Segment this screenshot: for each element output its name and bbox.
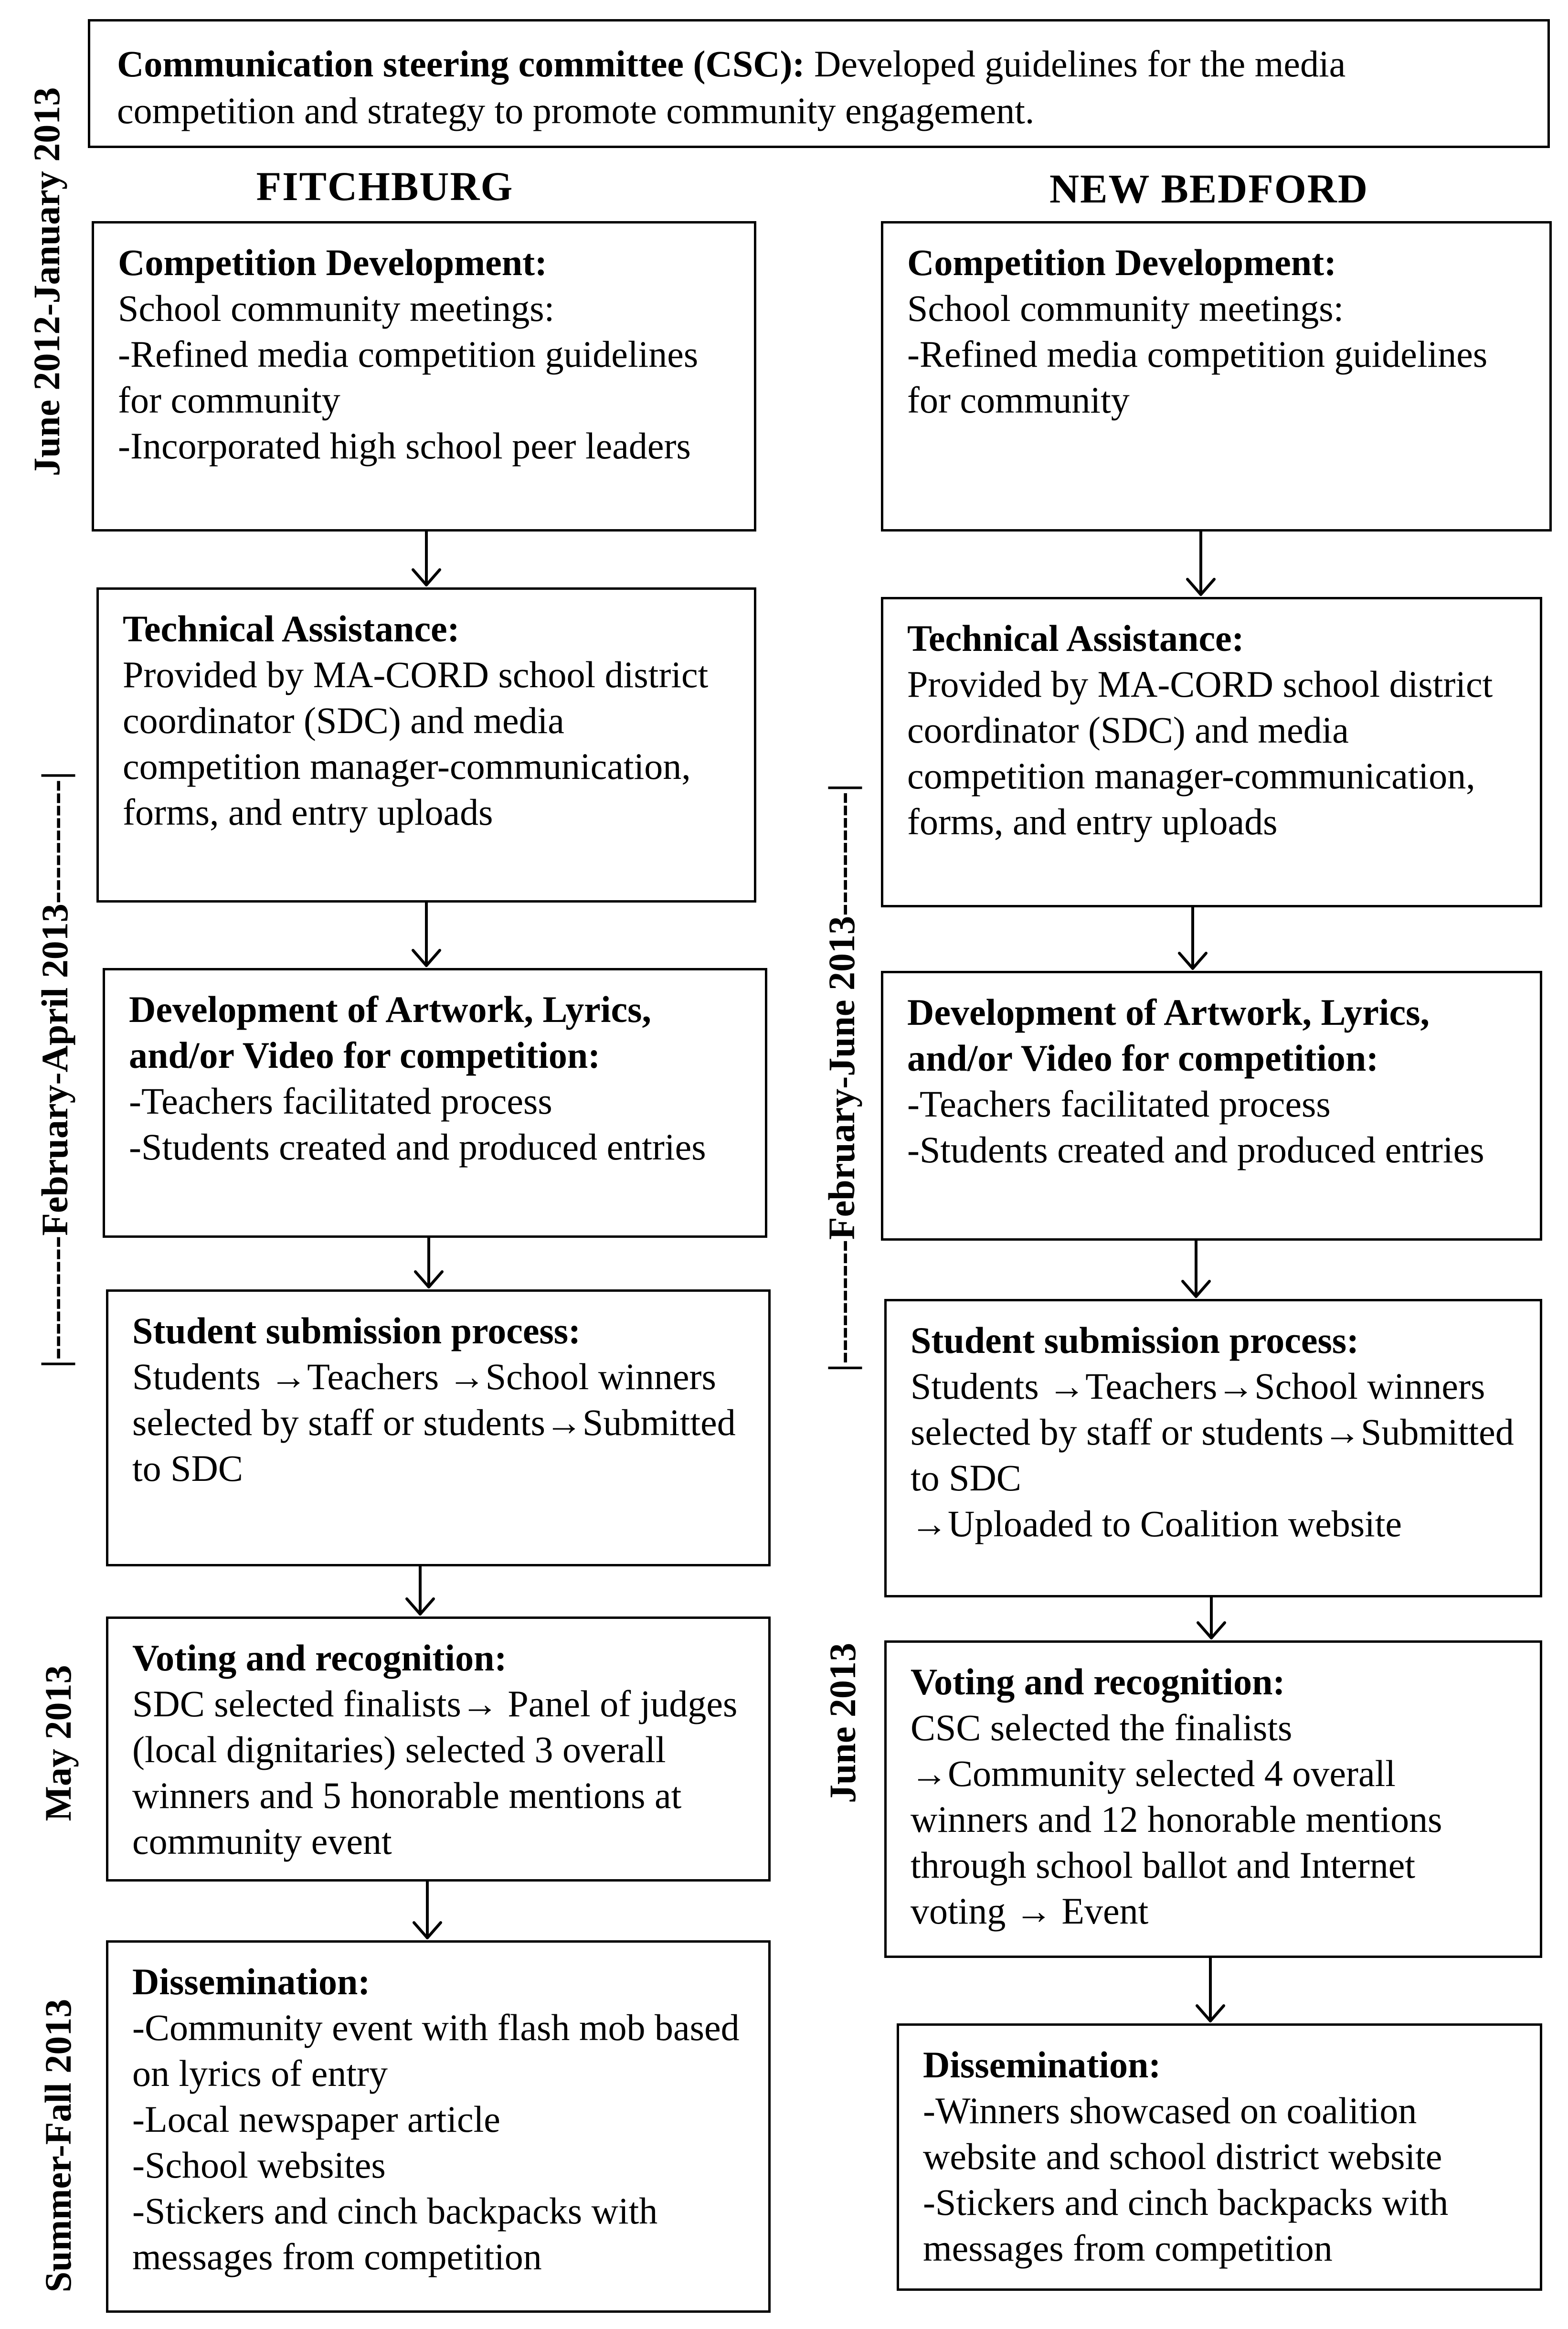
arrow-fitchburg-2 — [412, 901, 441, 967]
csc-text: Developed guidelines for the media compe… — [117, 43, 1346, 131]
arrow-fitchburg-1 — [412, 530, 441, 586]
fitchburg-heading: FITCHBURG — [256, 163, 514, 209]
newbedford-submission-process-box: Student submission process: Students →Te… — [884, 1299, 1542, 1597]
arrow-fitchburg-5 — [413, 1880, 442, 1939]
csc-title: Communication steering committee (CSC): — [117, 43, 805, 85]
arrow-newbedford-3 — [1181, 1239, 1211, 1298]
timeline-label-phase1: June 2012-January 2013 — [26, 87, 67, 477]
timeline-label-newbedford-phase2: |----------February-June 2013----------| — [821, 784, 862, 1372]
csc-box: Communication steering committee (CSC): … — [88, 19, 1550, 148]
timeline-label-newbedford-phase3: June 2013 — [822, 1643, 863, 1803]
fitchburg-competition-development-box: Competition Development: School communit… — [92, 221, 756, 532]
arrow-newbedford-1 — [1186, 530, 1216, 596]
newbedford-artwork-development-box: Development of Artwork, Lyrics, and/or V… — [881, 971, 1542, 1241]
arrow-newbedford-5 — [1196, 1957, 1225, 2022]
timeline-label-fitchburg-phase4: Summer-Fall 2013 — [37, 1999, 79, 2293]
arrow-fitchburg-4 — [405, 1565, 435, 1616]
fitchburg-submission-process-box: Student submission process: Students →Te… — [106, 1289, 771, 1566]
newbedford-technical-assistance-box: Technical Assistance: Provided by MA-COR… — [881, 597, 1542, 907]
fitchburg-voting-box: Voting and recognition: SDC selected fin… — [106, 1616, 771, 1882]
newbedford-competition-development-box: Competition Development: School communit… — [881, 221, 1552, 532]
newbedford-dissemination-box: Dissemination: -Winners showcased on coa… — [897, 2023, 1542, 2291]
fitchburg-artwork-development-box: Development of Artwork, Lyrics, and/or V… — [103, 968, 767, 1238]
newbedford-heading: NEW BEDFORD — [1049, 166, 1368, 212]
timeline-label-fitchburg-phase3: May 2013 — [37, 1665, 79, 1821]
fitchburg-technical-assistance-box: Technical Assistance: Provided by MA-COR… — [96, 587, 756, 903]
arrow-newbedford-4 — [1197, 1596, 1226, 1639]
arrow-fitchburg-3 — [414, 1236, 444, 1288]
timeline-label-fitchburg-phase2: |----------February-April 2013----------… — [34, 771, 75, 1368]
newbedford-voting-box: Voting and recognition: CSC selected the… — [884, 1640, 1542, 1958]
fitchburg-dissemination-box: Dissemination: -Community event with fla… — [106, 1940, 771, 2313]
arrow-newbedford-2 — [1178, 906, 1208, 970]
